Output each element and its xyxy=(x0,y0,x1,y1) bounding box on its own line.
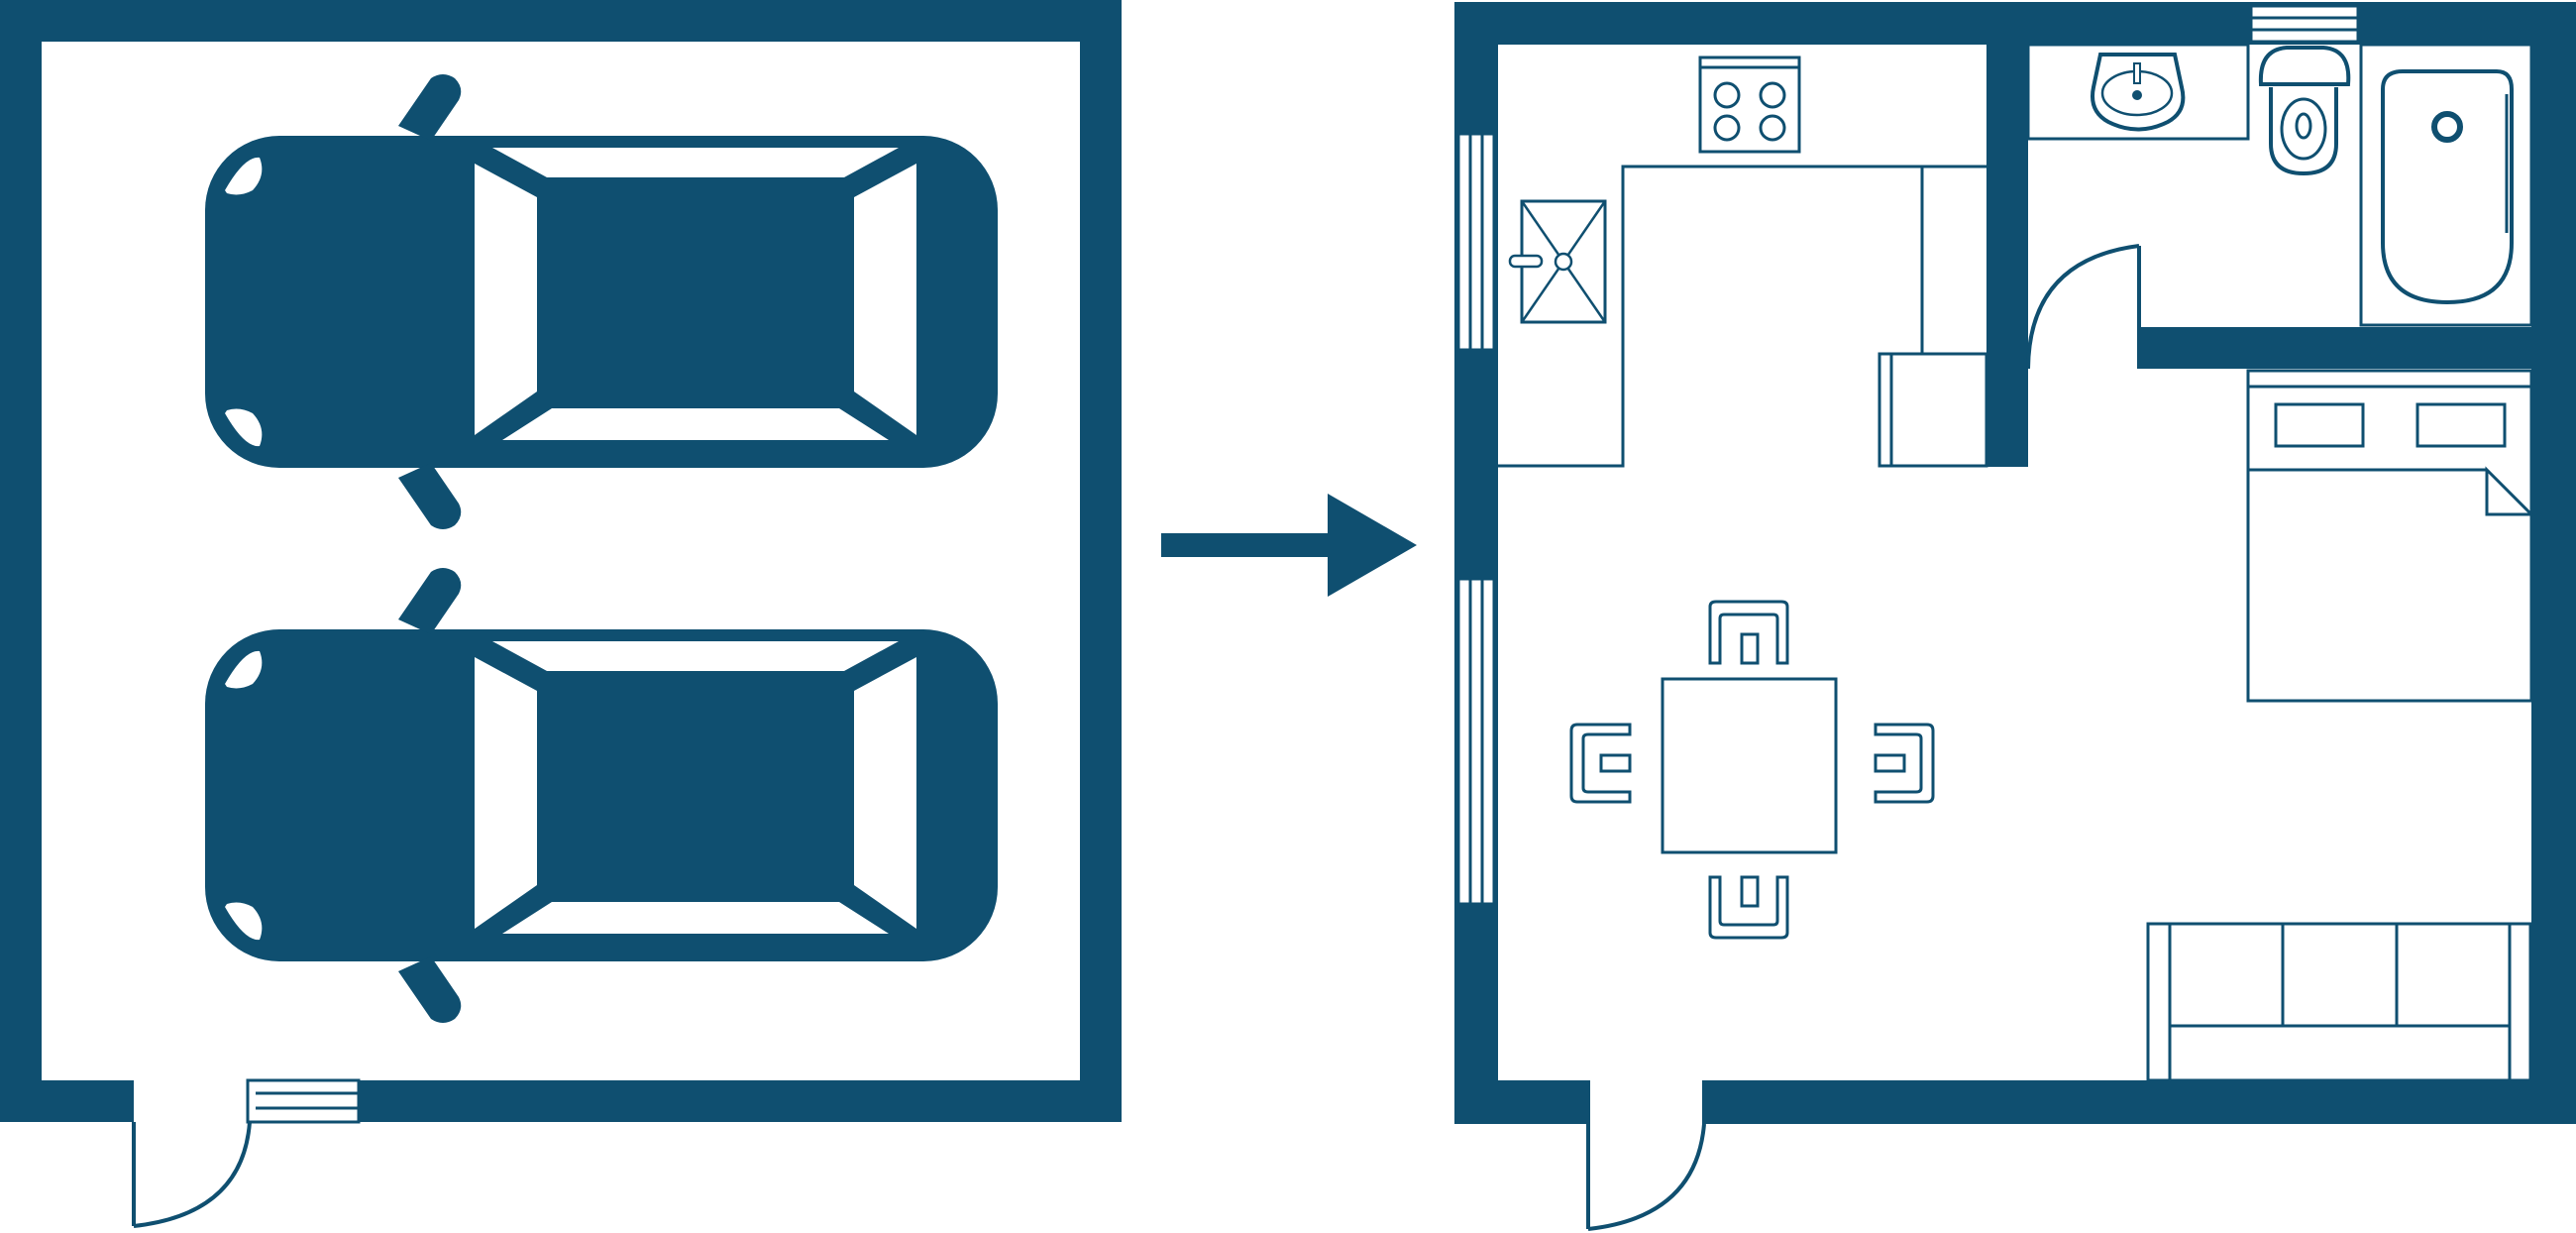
garage-plan xyxy=(0,0,1122,1228)
bathroom-counter xyxy=(2026,43,2250,141)
car-bottom xyxy=(205,568,998,1023)
arrow-right-icon xyxy=(1161,494,1417,597)
chair-right xyxy=(1874,723,1935,804)
sofa-icon xyxy=(2146,922,2532,1082)
chair-bottom xyxy=(1708,875,1789,940)
bathtub-icon xyxy=(2359,43,2533,327)
bathroom-sink-icon xyxy=(2091,53,2186,132)
chair-left xyxy=(1569,723,1632,804)
car-top xyxy=(205,74,998,529)
bed-icon xyxy=(2246,369,2535,703)
window-lower xyxy=(1456,577,1496,906)
kitchen-bath-wall xyxy=(1986,45,2028,467)
stove-icon xyxy=(1698,56,1801,154)
garage-window xyxy=(246,1078,361,1124)
toilet-icon xyxy=(2258,46,2351,176)
entry-door xyxy=(1586,1123,1706,1231)
bathroom-door xyxy=(2026,244,2141,370)
window-bathroom xyxy=(2249,4,2360,44)
window-upper xyxy=(1456,132,1496,352)
chair-top xyxy=(1708,600,1789,665)
garage-door xyxy=(132,1121,252,1228)
apartment-plan xyxy=(1454,2,2576,1231)
fridge-icon xyxy=(1878,352,1988,468)
bathroom-wall xyxy=(2137,327,2531,369)
kitchen-sink-icon xyxy=(1508,199,1607,324)
kitchen-counter xyxy=(1498,165,1986,468)
dining-table xyxy=(1661,677,1838,854)
